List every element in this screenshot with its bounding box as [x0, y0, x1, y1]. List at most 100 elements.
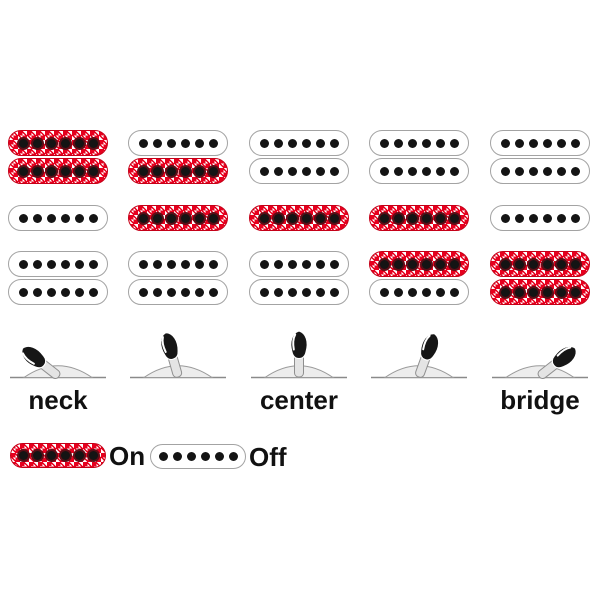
pole-piece-dot [180, 166, 190, 176]
pole-piece-dot [259, 138, 269, 148]
pole-piece-dot [542, 287, 552, 297]
legend-on-label: On [109, 441, 146, 471]
pole-piece-dot [556, 259, 566, 269]
pickup-coil-neck-humbucker-outer-coil-position-4-off [369, 130, 469, 156]
pickup-coil-neck-humbucker-inner-coil-position-4-off [369, 158, 469, 184]
switch-lever-tip-highlight [292, 333, 297, 351]
pickup-coil-bridge-humbucker-inner-coil-position-5-on [490, 251, 590, 277]
pole-piece-dot [393, 259, 403, 269]
pickup-coil-bridge-humbucker-outer-coil-position-1-off [8, 279, 108, 305]
pole-piece-dot [18, 166, 28, 176]
pole-piece-dot [329, 138, 339, 148]
pole-piece-dot [449, 213, 459, 223]
pole-piece-dot [259, 213, 269, 223]
pole-piece-dot [208, 166, 218, 176]
pickup-coil-neck-humbucker-inner-coil-position-3-off [249, 158, 349, 184]
pole-piece-dot [180, 287, 190, 297]
pole-piece-dot [421, 259, 431, 269]
pole-piece-dot [500, 138, 510, 148]
pole-piece-dot [214, 452, 224, 461]
pole-piece-dot [166, 259, 176, 269]
pole-piece-dot [528, 213, 538, 223]
pole-piece-dot [194, 138, 204, 148]
pole-piece-dot [315, 259, 325, 269]
switch-lever-tip [21, 345, 47, 369]
pole-piece-dot [315, 166, 325, 176]
pole-piece-dot [379, 287, 389, 297]
pole-piece-dot [449, 259, 459, 269]
pole-piece-dot [301, 213, 311, 223]
pole-piece-dot [528, 138, 538, 148]
pole-piece-dot [435, 213, 445, 223]
pole-piece-dot [18, 213, 28, 223]
pole-piece-dot [32, 166, 42, 176]
pole-piece-dot [200, 452, 210, 461]
pole-piece-dot [570, 259, 580, 269]
switch-lever-tip [551, 345, 577, 369]
pole-piece-dot [60, 213, 70, 223]
pickup-coil-middle-single-coil-position-4-on [369, 205, 469, 231]
switch-lever-tip-highlight [21, 352, 35, 365]
pole-piece-dot [18, 259, 28, 269]
pole-piece-dot [449, 138, 459, 148]
pole-piece-dot [46, 287, 56, 297]
pole-piece-dot [301, 166, 311, 176]
pickup-coil-neck-humbucker-outer-coil-position-1-on [8, 130, 108, 156]
pole-piece-dot [315, 138, 325, 148]
pole-piece-dot [379, 166, 389, 176]
selector-switch-position-2 [128, 329, 228, 381]
pole-piece-dot [435, 287, 445, 297]
pole-piece-dot [74, 213, 84, 223]
pole-piece-dot [88, 287, 98, 297]
pole-piece-dot [542, 138, 552, 148]
pickup-coil-bridge-humbucker-outer-coil-position-4-off [369, 279, 469, 305]
pole-piece-dot [329, 213, 339, 223]
pole-piece-dot [186, 452, 196, 461]
pole-piece-dot [315, 287, 325, 297]
switch-lever [415, 333, 440, 378]
pole-piece-dot [259, 166, 269, 176]
pickup-coil-middle-single-coil-position-2-on [128, 205, 228, 231]
pole-piece-dot [393, 213, 403, 223]
pickup-coil-neck-humbucker-inner-coil-position-5-off [490, 158, 590, 184]
switch-lever-tip-highlight [422, 334, 431, 351]
pole-piece-dot [449, 287, 459, 297]
pole-piece-dot [194, 213, 204, 223]
pole-piece-dot [528, 287, 538, 297]
pole-piece-dot [172, 452, 182, 461]
switch-lever-tip [160, 332, 179, 361]
pole-piece-dot [60, 287, 70, 297]
pole-piece-dot [166, 287, 176, 297]
pole-piece-dot [421, 138, 431, 148]
pole-piece-dot [528, 166, 538, 176]
switch-lever-tip-highlight [556, 346, 572, 357]
pole-piece-dot [287, 213, 297, 223]
pole-piece-dot [259, 287, 269, 297]
switch-lever-tip-highlight [161, 336, 167, 353]
pole-piece-dot [88, 138, 98, 148]
pole-piece-dot [500, 259, 510, 269]
pole-piece-dot [208, 287, 218, 297]
pole-piece-dot [88, 451, 98, 460]
switch-lever [21, 345, 61, 380]
legend-off-label: Off [249, 442, 287, 472]
pickup-coil-bridge-humbucker-outer-coil-position-3-off [249, 279, 349, 305]
pole-piece-dot [379, 138, 389, 148]
pickup-coil-bridge-humbucker-outer-coil-position-2-off [128, 279, 228, 305]
pickup-coil-bridge-humbucker-inner-coil-position-1-off [8, 251, 108, 277]
pole-piece-dot [421, 213, 431, 223]
pole-piece-dot [60, 259, 70, 269]
pole-piece-dot [180, 259, 190, 269]
pole-piece-dot [514, 138, 524, 148]
pole-piece-dot [514, 259, 524, 269]
pole-piece-dot [500, 213, 510, 223]
pole-piece-dot [570, 166, 580, 176]
pole-piece-dot [379, 213, 389, 223]
pole-piece-dot [18, 138, 28, 148]
pole-piece-dot [329, 166, 339, 176]
pole-piece-dot [18, 451, 28, 460]
pole-piece-dot [570, 213, 580, 223]
pole-piece-dot [166, 166, 176, 176]
pickup-coil-bridge-humbucker-inner-coil-position-3-off [249, 251, 349, 277]
